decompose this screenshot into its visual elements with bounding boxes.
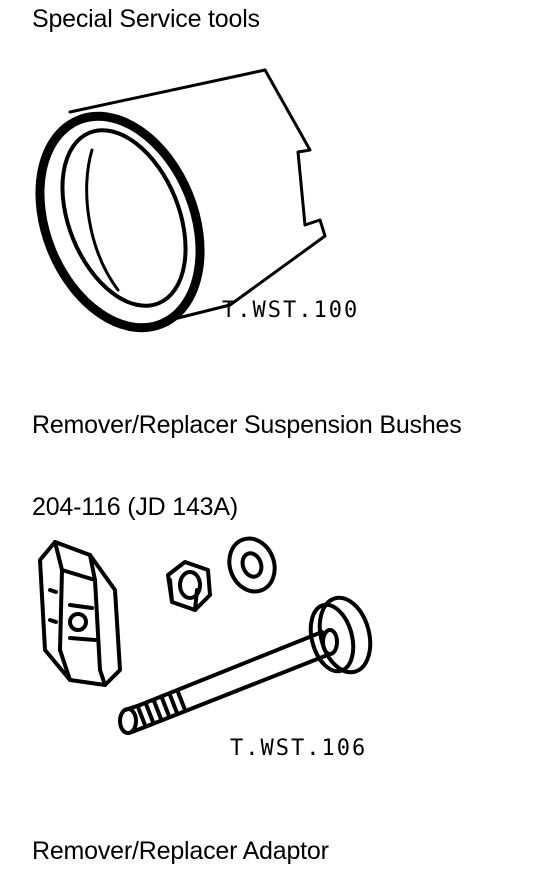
bolt-icon xyxy=(118,595,373,735)
tool-code-1: T.WST.100 xyxy=(222,298,360,323)
tool-code-2: T.WST.106 xyxy=(230,736,368,761)
tool-description-1: Remover/Replacer Suspension Bushes xyxy=(32,411,462,439)
section-title: Special Service tools xyxy=(32,5,260,33)
washer-icon xyxy=(227,536,277,594)
sleeve-tool-illustration xyxy=(35,68,327,333)
nut-icon xyxy=(166,560,212,612)
bush-tool-kit-illustration xyxy=(38,536,373,735)
part-number: 204-116 (JD 143A) xyxy=(32,493,238,521)
split-block-icon xyxy=(38,540,122,687)
tool-description-2: Remover/Replacer Adaptor xyxy=(32,837,329,865)
